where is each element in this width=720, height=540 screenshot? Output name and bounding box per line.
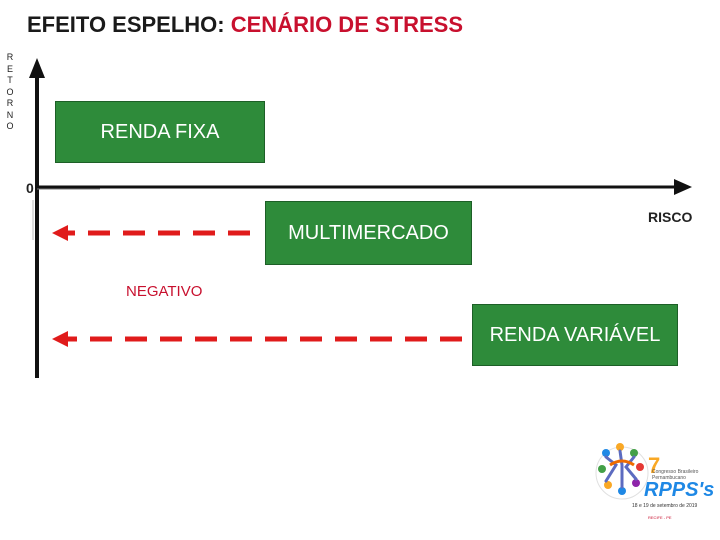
origin-label: 0 bbox=[26, 180, 34, 196]
logo-subtitle: RECIFE - PE bbox=[648, 515, 672, 520]
dashed-arrow-2-head bbox=[52, 331, 68, 347]
logo-date: 18 e 19 de setembro de 2019 bbox=[632, 503, 698, 509]
title-accent: CENÁRIO DE STRESS bbox=[230, 12, 464, 37]
logo-number: 7 bbox=[648, 453, 661, 478]
x-axis-arrowhead bbox=[674, 179, 692, 195]
logo-small-text: Congresso Brasileiro Pernambucano bbox=[652, 469, 699, 481]
y-axis-arrowhead bbox=[29, 58, 45, 78]
logo-mark-icon bbox=[595, 443, 649, 500]
x-axis-label: RISCO bbox=[648, 209, 693, 225]
renda-variavel-box: RENDA VARIÁVEL bbox=[472, 304, 678, 366]
y-axis-letter: T bbox=[7, 75, 13, 85]
page-title: EFEITO ESPELHO: CENÁRIO DE STRESS bbox=[27, 12, 463, 38]
negative-label: NEGATIVO bbox=[126, 283, 203, 300]
y-axis-letter: N bbox=[6, 109, 14, 120]
renda-fixa-box: RENDA FIXA bbox=[55, 101, 265, 163]
congress-logo: 7 Congresso Brasileiro Pernambucano RPPS… bbox=[592, 435, 714, 527]
y-axis-letter: E bbox=[6, 63, 13, 74]
y-axis-letter: R bbox=[6, 98, 14, 108]
y-axis-letter: R bbox=[6, 52, 14, 62]
multimercado-box: MULTIMERCADO bbox=[265, 201, 472, 265]
y-axis-label: R E T O R N O bbox=[5, 52, 15, 133]
y-axis-letter: O bbox=[6, 86, 14, 97]
title-main: EFEITO ESPELHO: bbox=[27, 12, 231, 37]
dashed-arrow-1-head bbox=[52, 225, 68, 241]
logo-big-text: RPPS's bbox=[644, 479, 715, 501]
y-axis-letter: O bbox=[6, 121, 14, 131]
